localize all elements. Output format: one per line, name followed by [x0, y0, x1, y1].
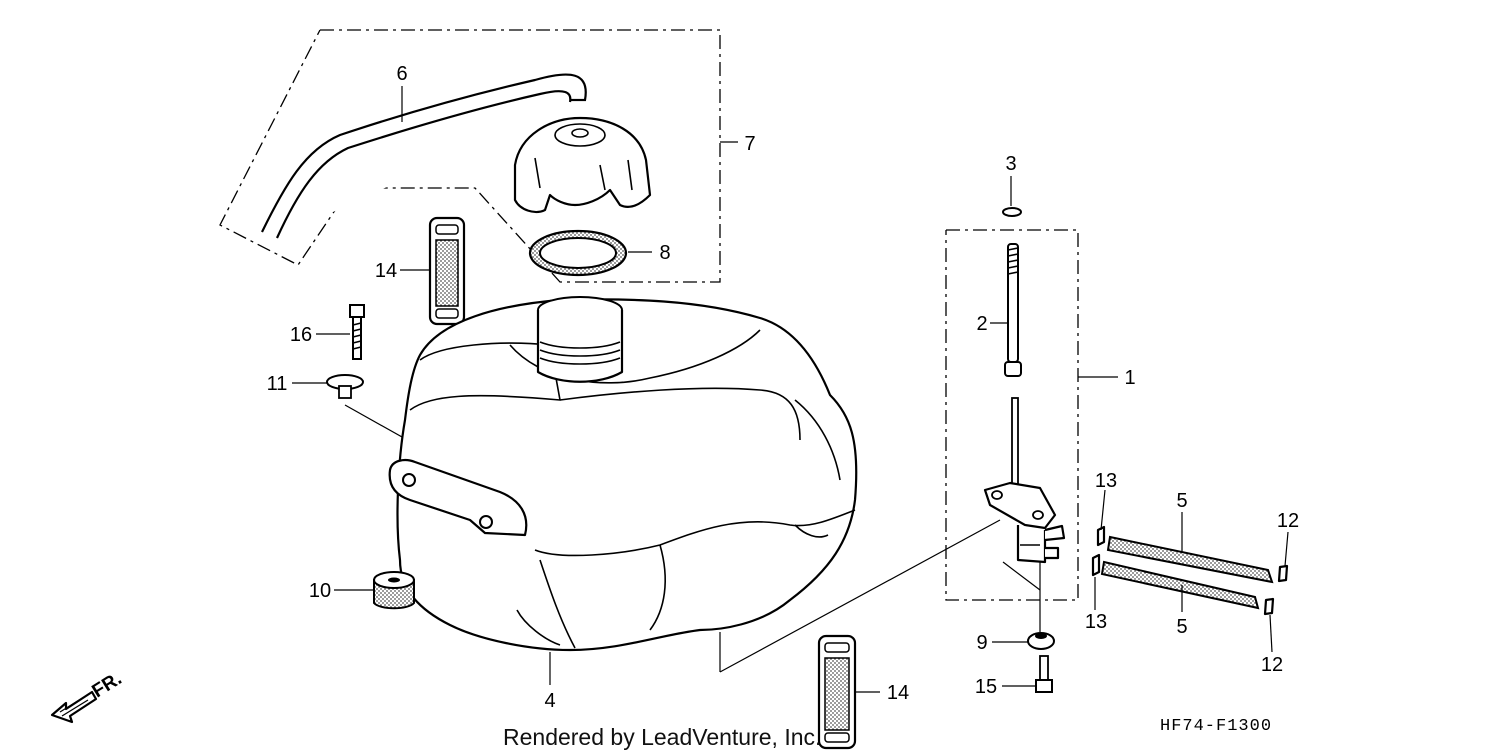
fuel-hose-part-5-lower: [1100, 560, 1260, 610]
callout-12-upper: 12: [1277, 510, 1299, 532]
o-ring-part-3: [1002, 207, 1022, 217]
clip-part-12-lower: [1263, 597, 1275, 616]
callout-4: 4: [544, 690, 555, 712]
callout-5-lower: 5: [1176, 616, 1187, 638]
breather-hose-part-6: [261, 73, 587, 239]
callout-12-lower: 12: [1261, 654, 1283, 676]
callout-3: 3: [1005, 153, 1016, 175]
callout-15: 15: [975, 676, 997, 698]
fuel-cock-assembly-outline: [945, 229, 1079, 601]
rubber-strap-part-14-lower: [817, 634, 857, 750]
callout-1: 1: [1124, 367, 1135, 389]
render-credit: Rendered by LeadVenture, Inc.: [503, 724, 821, 750]
callout-10: 10: [309, 580, 331, 602]
callout-2: 2: [976, 313, 987, 335]
callout-5-upper: 5: [1176, 490, 1187, 512]
callout-9: 9: [976, 632, 987, 654]
cap-group-outline: [219, 29, 721, 283]
fuel-tank-part-4: [388, 296, 858, 652]
callout-6: 6: [396, 63, 407, 85]
fuel-cap-part-7: [513, 116, 652, 214]
clip-part-13-upper: [1096, 525, 1106, 547]
bolt-part-16: [349, 304, 365, 360]
fuel-cock-part-1: [983, 397, 1066, 564]
diagram-code: HF74-F1300: [1160, 717, 1272, 736]
callout-11: 11: [267, 373, 288, 395]
callout-8: 8: [659, 242, 670, 264]
bolt-part-15: [1035, 655, 1053, 693]
strainer-pipe-part-2: [1004, 243, 1022, 377]
leader-lines: [292, 86, 1289, 693]
seal-part-9: [1027, 632, 1055, 650]
callout-16: 16: [290, 324, 312, 346]
collar-part-11: [326, 374, 364, 399]
callout-7: 7: [744, 133, 755, 155]
callout-13-upper: 13: [1095, 470, 1117, 492]
rubber-strap-part-14-upper: [428, 216, 466, 326]
front-direction-arrow-icon: [50, 690, 98, 724]
callout-14-upper: 14: [375, 260, 397, 282]
callout-13-lower: 13: [1085, 611, 1107, 633]
cap-gasket-part-8: [528, 229, 628, 277]
clip-part-12-upper: [1277, 564, 1289, 583]
fuel-hose-part-5-upper: [1106, 535, 1274, 584]
cushion-part-10: [373, 571, 415, 610]
callout-14-lower: 14: [887, 682, 909, 704]
clip-part-13-lower: [1091, 553, 1101, 577]
